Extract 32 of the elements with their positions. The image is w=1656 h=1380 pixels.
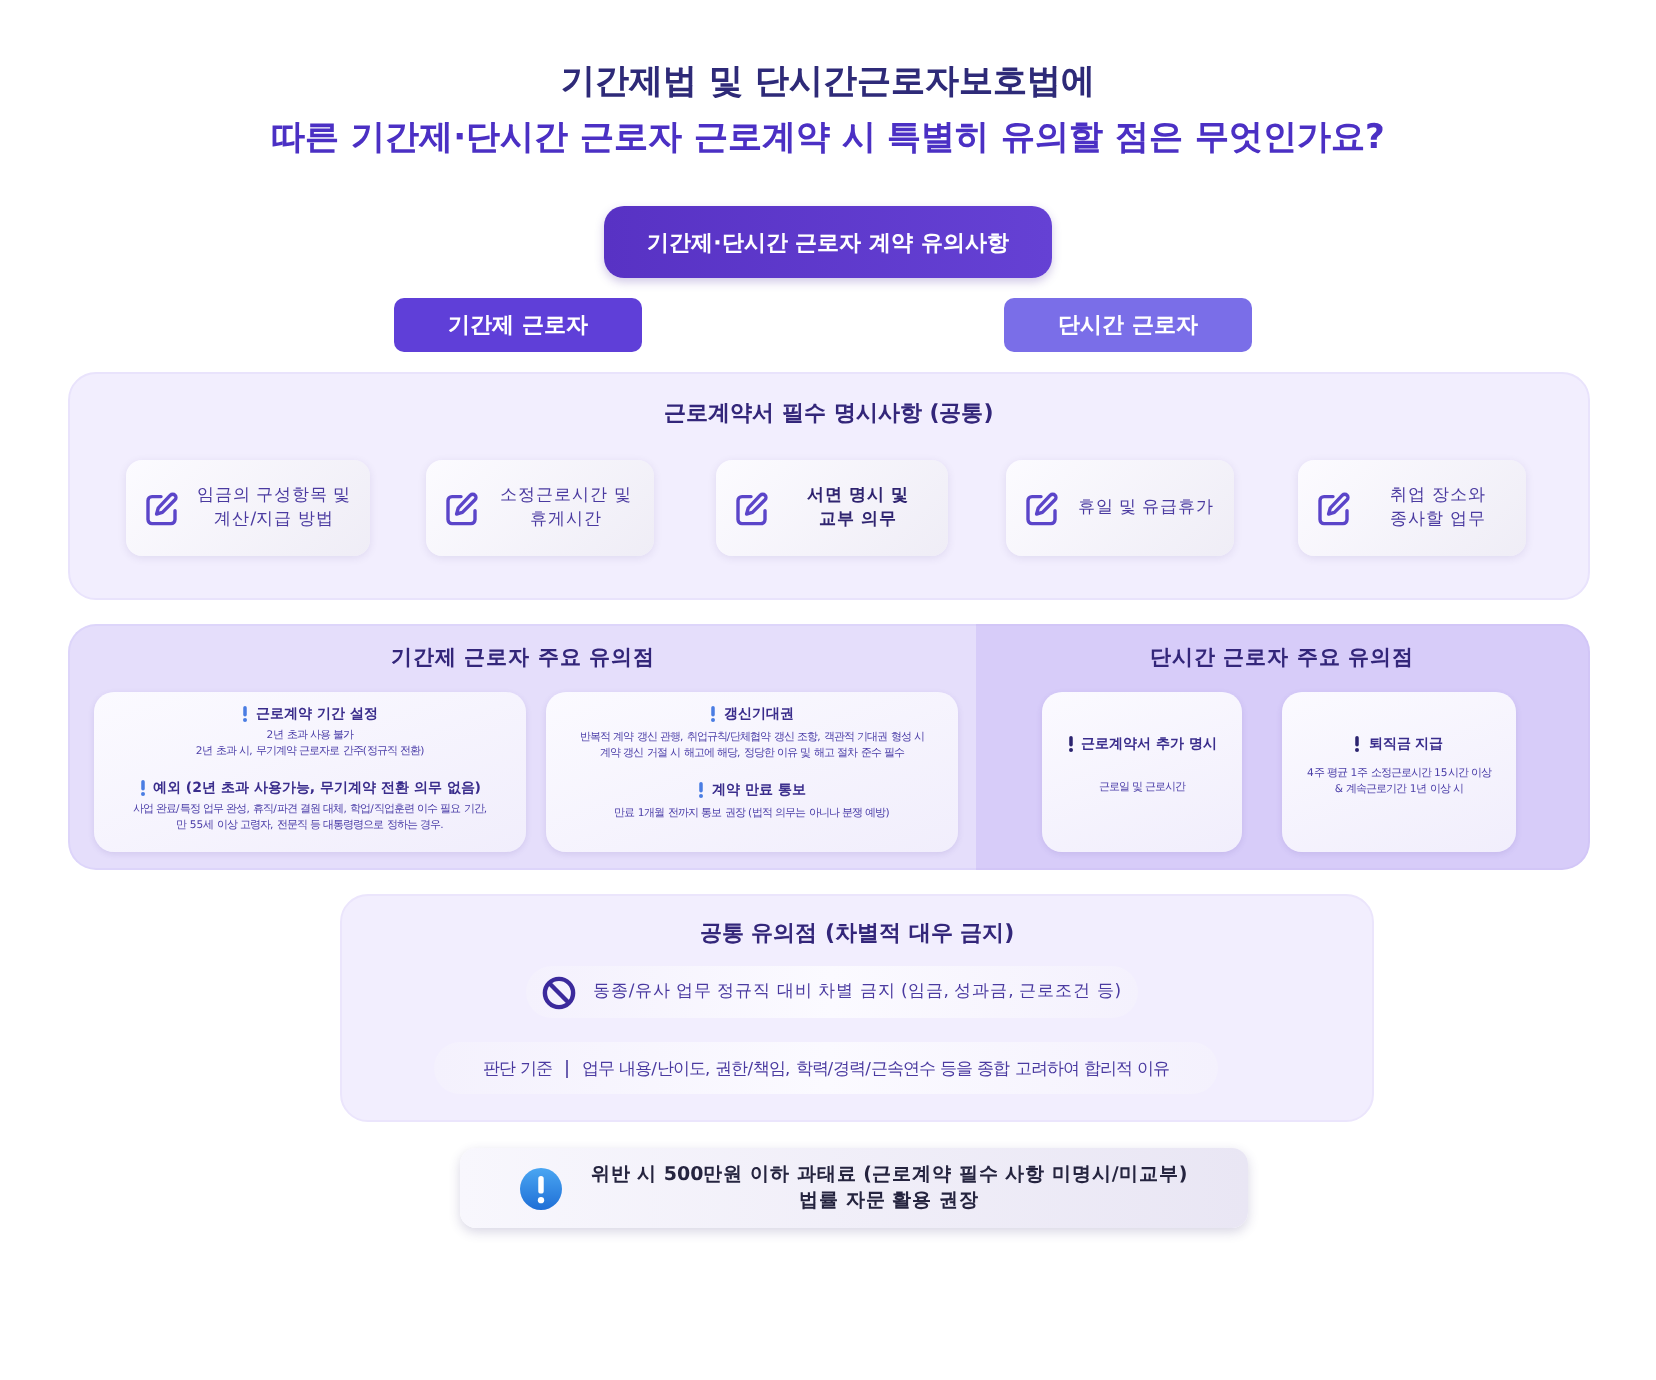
header-box: 기간제·단시간 근로자 계약 유의사항 (604, 206, 1052, 278)
category-box: 기간제 근로자 (394, 298, 642, 352)
card-text: 임금의 구성항목 및 계산/지급 방법 (194, 484, 354, 532)
title: 기간제법 및 단시간근로자보호법에 따른 기간제·단시간 근로자 근로계약 시 특별히 유의할 점은 무엇인가요? (269, 60, 1387, 162)
panel-heading: 기간제 근로자 주요 유의점 (389, 644, 657, 672)
panel-heading: 근로계약서 필수 명시사항 (공통) (662, 400, 996, 428)
card-text: 서면 명시 및 교부 의무 (805, 484, 911, 532)
item-card (426, 460, 654, 556)
section-panel (68, 624, 976, 870)
note-text: 법률 자문 활용 권장 (799, 1188, 979, 1214)
info-card (1282, 692, 1516, 852)
rule-text: 동종/유사 업무 정규직 대비 차별 금지 (임금, 성과금, 근로조건 등) (592, 980, 1122, 1004)
info-card (1042, 692, 1242, 852)
panel-heading: 공통 유의점 (차별적 대우 금지) (697, 920, 1017, 948)
section-panel (340, 894, 1374, 1122)
panel-heading: 단시간 근로자 주요 유의점 (1148, 644, 1416, 672)
section-panel (68, 372, 1590, 600)
criteria-label: 판단 기준 (482, 1057, 553, 1079)
card-text: 취업 장소와 종사할 업무 (1388, 484, 1488, 532)
warning-text: 위반 시 500만원 이하 과태료 (근로계약 필수 사항 미명시/미교부) (590, 1162, 1188, 1188)
section-panel (976, 624, 1590, 870)
item-card (126, 460, 370, 556)
item-card (1006, 460, 1234, 556)
warning-box (460, 1148, 1248, 1228)
category-box: 단시간 근로자 (1004, 298, 1252, 352)
card-text: 소정근로시간 및 휴게시간 (498, 484, 634, 532)
info-card (94, 692, 526, 852)
item-card (1298, 460, 1526, 556)
card-text: 휴일 및 유급휴가 (1077, 496, 1215, 520)
item-card (716, 460, 948, 556)
info-card (546, 692, 958, 852)
criteria-text: 업무 내용/난이도, 권한/책임, 학력/경력/근속연수 등을 종합 고려하여 합리적 이유 (582, 1057, 1170, 1079)
